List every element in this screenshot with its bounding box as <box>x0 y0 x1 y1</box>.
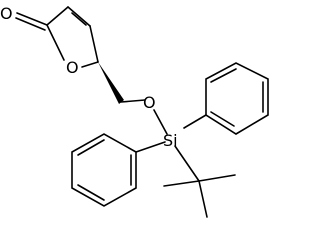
bond-tbu-methyl-left <box>163 180 200 187</box>
bond-ether-o-si <box>153 109 168 135</box>
phenyl-lower-hexagon <box>71 133 137 207</box>
bond-carbonyl-double-1 <box>16 12 48 26</box>
bond-si-quaternary-c <box>174 145 200 182</box>
phenyl-ring-lower <box>71 133 166 207</box>
carbonyl-oxygen-label: O <box>0 4 13 23</box>
carbonyl-group <box>15 12 48 31</box>
furanone-ring <box>46 6 99 68</box>
bond-alkene-c-stereocenter <box>89 25 99 63</box>
tert-butyl-group <box>163 145 236 218</box>
ether-oxygen-label: O <box>143 93 156 112</box>
bond-tbu-methyl-right <box>198 174 236 182</box>
bond-tbu-methyl-down <box>198 180 208 218</box>
bond-alkene-double-inner <box>71 12 87 26</box>
bond-alkene-double-outer <box>67 6 91 27</box>
phenyl-lower-double-2 <box>77 184 105 201</box>
bond-si-phenyl-lower <box>135 141 166 153</box>
bond-carbonyl-c-alkene-c <box>46 6 69 26</box>
structure-diagram: O O O Si <box>0 4 269 218</box>
molecule-canvas: O O O Si <box>0 4 269 218</box>
bond-stereocenter-ring-o <box>81 61 99 68</box>
silicon-label: Si <box>163 131 178 150</box>
phenyl-upper-double-3 <box>210 111 235 127</box>
phenyl-lower-double-3 <box>77 139 105 156</box>
stereo-wedge-bond <box>98 62 124 104</box>
bond-carbonyl-double-2 <box>15 17 46 31</box>
ring-oxygen-label: O <box>66 58 79 77</box>
phenyl-ring-upper <box>183 62 269 135</box>
phenyl-upper-double-1 <box>210 68 237 83</box>
bond-carbonyl-c-ring-o <box>46 24 65 61</box>
phenyl-upper-hexagon <box>205 62 269 135</box>
bond-si-phenyl-upper <box>183 114 207 129</box>
bond-ch2-ether-o <box>120 99 146 103</box>
